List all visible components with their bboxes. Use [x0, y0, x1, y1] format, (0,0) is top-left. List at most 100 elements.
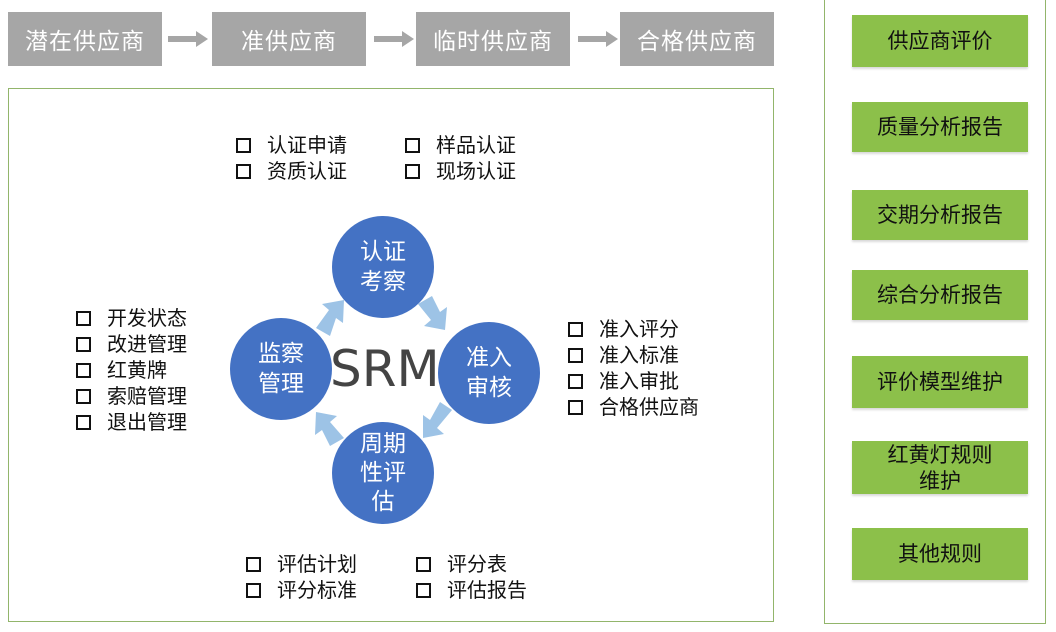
sidebar-item-label: 评价模型维护 — [877, 370, 1003, 394]
list-item: 准入标准 — [568, 342, 699, 368]
sidebar-item-label: 交期分析报告 — [877, 203, 1003, 227]
cycle-node-periodic-evaluation: 周期 性评 估 — [332, 422, 434, 524]
list-item: 认证申请 — [236, 132, 347, 158]
checkbox-icon — [76, 388, 91, 404]
checkbox-icon — [246, 582, 261, 598]
list-certification-right: 样品认证 现场认证 — [405, 132, 516, 184]
list-item: 现场认证 — [405, 158, 516, 184]
sidebar-title-box: 供应商评价 — [852, 15, 1028, 67]
checkbox-icon — [246, 556, 261, 572]
checkbox-icon — [76, 414, 91, 430]
node-line: 审核 — [466, 375, 512, 401]
sidebar-item-label: 综合分析报告 — [877, 283, 1003, 307]
main-panel — [8, 88, 774, 622]
sidebar-item-other-rules: 其他规则 — [852, 528, 1028, 580]
list-item: 资质认证 — [236, 158, 347, 184]
stage-label: 准供应商 — [241, 29, 337, 55]
checkbox-icon — [236, 163, 251, 179]
list-evaluation-left: 评估计划 评分标准 — [246, 551, 357, 603]
list-item-label: 改进管理 — [107, 332, 187, 356]
list-item-label: 样品认证 — [436, 133, 516, 157]
list-item: 评估计划 — [246, 551, 357, 577]
right-arrow-icon — [578, 31, 618, 47]
list-item-label: 评估计划 — [277, 552, 357, 576]
checkbox-icon — [568, 321, 583, 337]
cycle-arrow-icon — [418, 296, 447, 330]
list-item-label: 评分标准 — [277, 578, 357, 602]
right-arrow-icon — [168, 31, 208, 47]
sidebar-title: 供应商评价 — [887, 29, 993, 53]
node-line: 周期 — [360, 430, 406, 457]
checkbox-icon — [236, 137, 251, 153]
sidebar-item-label: 其他规则 — [898, 542, 982, 566]
stage-label: 合格供应商 — [637, 29, 757, 55]
checkbox-icon — [568, 347, 583, 363]
sidebar-item-label: 红黄灯规则 — [887, 442, 993, 467]
node-line: 监察 — [258, 341, 304, 367]
node-line: 认证 — [360, 239, 406, 265]
list-item: 样品认证 — [405, 132, 516, 158]
cycle-arrow-icon — [316, 300, 344, 336]
node-line: 管理 — [258, 371, 304, 397]
checkbox-icon — [405, 137, 420, 153]
list-item-label: 评分表 — [447, 552, 507, 576]
sidebar-item-comprehensive-report: 综合分析报告 — [852, 270, 1028, 320]
checkbox-icon — [568, 399, 583, 415]
list-item: 改进管理 — [76, 331, 187, 357]
cycle-node-admission: 准入 审核 — [438, 322, 540, 424]
sidebar-item-traffic-light-rules: 红黄灯规则 维护 — [852, 441, 1028, 494]
sidebar-item-quality-report: 质量分析报告 — [852, 102, 1028, 152]
list-item: 准入评分 — [568, 316, 699, 342]
sidebar-panel — [824, 0, 1046, 624]
list-item: 红黄牌 — [76, 357, 187, 383]
right-arrow-icon — [374, 31, 414, 47]
list-item-label: 评估报告 — [447, 578, 527, 602]
list-item-label: 退出管理 — [107, 410, 187, 434]
list-item-label: 准入评分 — [599, 317, 679, 341]
stage-prospective-supplier: 准供应商 — [212, 12, 366, 66]
list-item: 评估报告 — [416, 577, 527, 603]
node-line: 估 — [371, 488, 395, 515]
list-item-label: 现场认证 — [436, 159, 516, 183]
checkbox-icon — [76, 336, 91, 352]
list-item-label: 红黄牌 — [107, 358, 167, 382]
list-item: 准入审批 — [568, 368, 699, 394]
node-line: 性评 — [360, 459, 406, 486]
list-item-label: 资质认证 — [267, 159, 347, 183]
list-item-label: 合格供应商 — [599, 395, 699, 419]
list-item: 评分表 — [416, 551, 527, 577]
stage-label: 潜在供应商 — [25, 29, 145, 55]
sidebar-item-delivery-report: 交期分析报告 — [852, 190, 1028, 240]
checkbox-icon — [416, 582, 431, 598]
stage-qualified-supplier: 合格供应商 — [620, 12, 774, 66]
stage-temporary-supplier: 临时供应商 — [416, 12, 570, 66]
checkbox-icon — [405, 163, 420, 179]
sidebar-item-label: 维护 — [919, 468, 961, 493]
list-item-label: 认证申请 — [267, 133, 347, 157]
list-admission: 准入评分 准入标准 准入审批 合格供应商 — [568, 316, 699, 420]
checkbox-icon — [568, 373, 583, 389]
list-item: 评分标准 — [246, 577, 357, 603]
cycle-node-certification: 认证 考察 — [332, 216, 434, 318]
list-item: 退出管理 — [76, 409, 187, 435]
list-item: 索赔管理 — [76, 383, 187, 409]
list-monitoring: 开发状态 改进管理 红黄牌 索赔管理 退出管理 — [76, 305, 187, 435]
node-line: 准入 — [466, 345, 512, 371]
cycle-arrow-icon — [423, 402, 452, 438]
list-item-label: 索赔管理 — [107, 384, 187, 408]
sidebar-item-evaluation-model: 评价模型维护 — [852, 356, 1028, 408]
cycle-node-monitoring: 监察 管理 — [230, 318, 332, 420]
srm-center-label: SRM — [330, 340, 440, 398]
cycle-arrow-icon — [315, 412, 344, 446]
checkbox-icon — [416, 556, 431, 572]
list-item-label: 准入标准 — [599, 343, 679, 367]
checkbox-icon — [76, 362, 91, 378]
sidebar-item-label: 质量分析报告 — [877, 115, 1003, 139]
stage-label: 临时供应商 — [433, 29, 553, 55]
list-item: 合格供应商 — [568, 394, 699, 420]
list-certification-left: 认证申请 资质认证 — [236, 132, 347, 184]
list-item: 开发状态 — [76, 305, 187, 331]
list-item-label: 开发状态 — [107, 306, 187, 330]
node-line: 考察 — [360, 269, 406, 295]
